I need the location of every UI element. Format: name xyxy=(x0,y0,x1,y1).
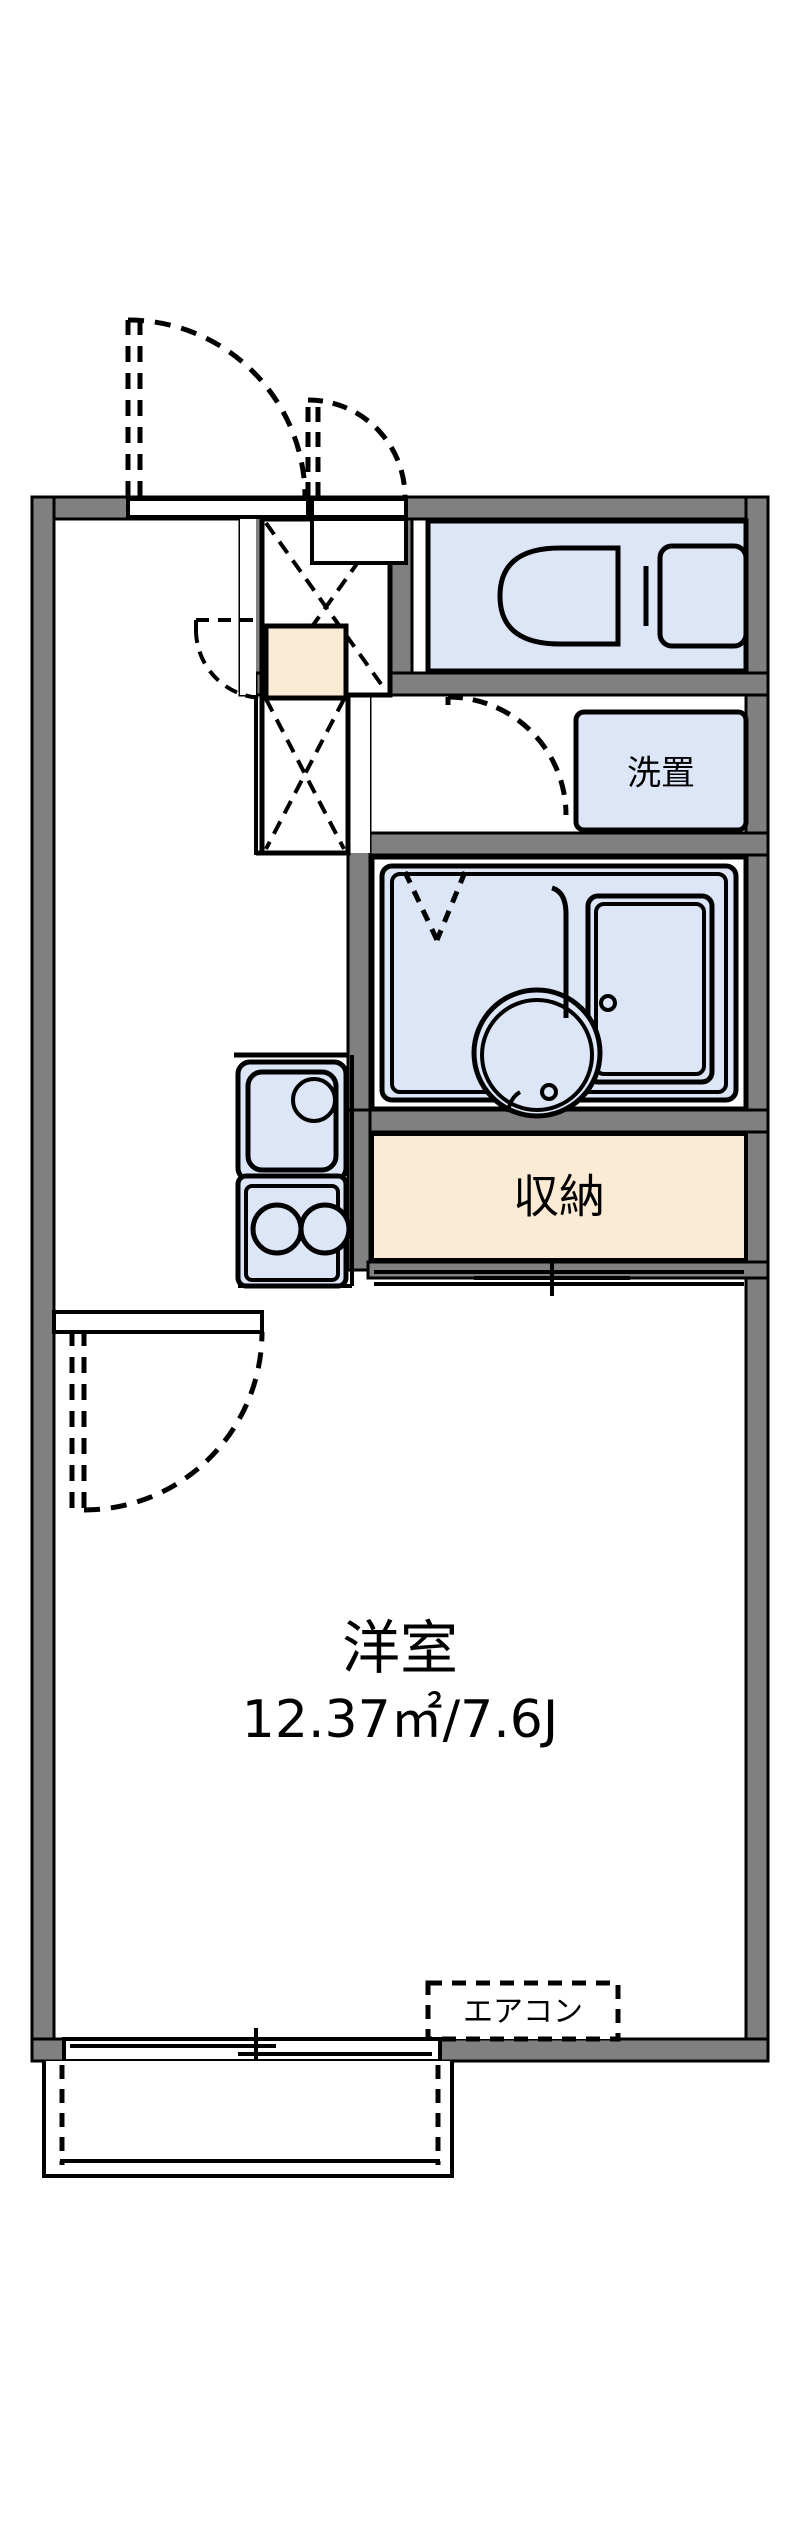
aircon-marker: エアコン xyxy=(425,1980,621,2042)
main-room-area: 12.37㎡/7.6J xyxy=(242,1690,558,1750)
wall-left xyxy=(30,495,56,2063)
aircon-label: エアコン xyxy=(463,1995,583,2030)
wall-bottom-left-stub xyxy=(30,2037,66,2063)
closet-floor xyxy=(370,1132,748,1262)
balcony-slab xyxy=(42,2061,454,2178)
stove-burner-left xyxy=(250,1202,304,1256)
main-room-labels: 洋室 12.37㎡/7.6J xyxy=(242,1614,558,1750)
toilet-bowl xyxy=(497,545,621,647)
washroom-door[interactable] xyxy=(445,694,569,816)
shower-basin-drain xyxy=(540,1083,558,1101)
wall-bottom-right xyxy=(438,2037,770,2063)
bathtub-inner xyxy=(594,902,706,1076)
toilet-tank xyxy=(657,543,749,649)
room-door[interactable] xyxy=(69,1330,265,1513)
sliding-window[interactable] xyxy=(62,2037,442,2063)
wall-bath-top xyxy=(346,831,770,857)
stove-burner-right xyxy=(298,1202,352,1256)
laundry-label: 洗置 xyxy=(627,754,695,794)
toilet-room xyxy=(425,518,749,674)
laundry-area: 洗置 xyxy=(573,709,749,833)
toilet-door-frame xyxy=(310,517,408,565)
washing-machine-slot xyxy=(573,709,749,833)
aircon-box xyxy=(425,1980,621,2042)
kitchen-counter xyxy=(234,1052,354,1289)
bath-drain-line xyxy=(506,1090,522,1113)
main-room-name: 洋室 xyxy=(342,1614,458,1682)
interior-detail-lines xyxy=(52,517,748,2039)
closet-label: 収納 xyxy=(513,1170,605,1224)
closet-sliding-doors[interactable] xyxy=(374,1258,744,1296)
bath-faucet xyxy=(551,885,569,1018)
closet: 収納 xyxy=(370,1132,748,1296)
balcony-partition xyxy=(59,2065,441,2165)
kitchen-sink-drain xyxy=(291,1077,337,1123)
shoe-cabinet xyxy=(263,623,349,701)
toilet-door-opening[interactable] xyxy=(310,497,408,519)
room-door-opening[interactable] xyxy=(52,1310,264,1334)
shoe-cabinet-door[interactable] xyxy=(194,618,265,700)
entrance-door-opening[interactable] xyxy=(126,497,310,519)
balcony-group xyxy=(42,2028,454,2178)
toilet-door[interactable] xyxy=(305,397,408,498)
wall-toilet-bottom xyxy=(388,671,770,697)
entrance-door[interactable] xyxy=(125,317,308,498)
bathtub-drain xyxy=(599,994,617,1012)
bathroom xyxy=(369,854,749,1119)
shower-basin-inner xyxy=(480,998,594,1112)
